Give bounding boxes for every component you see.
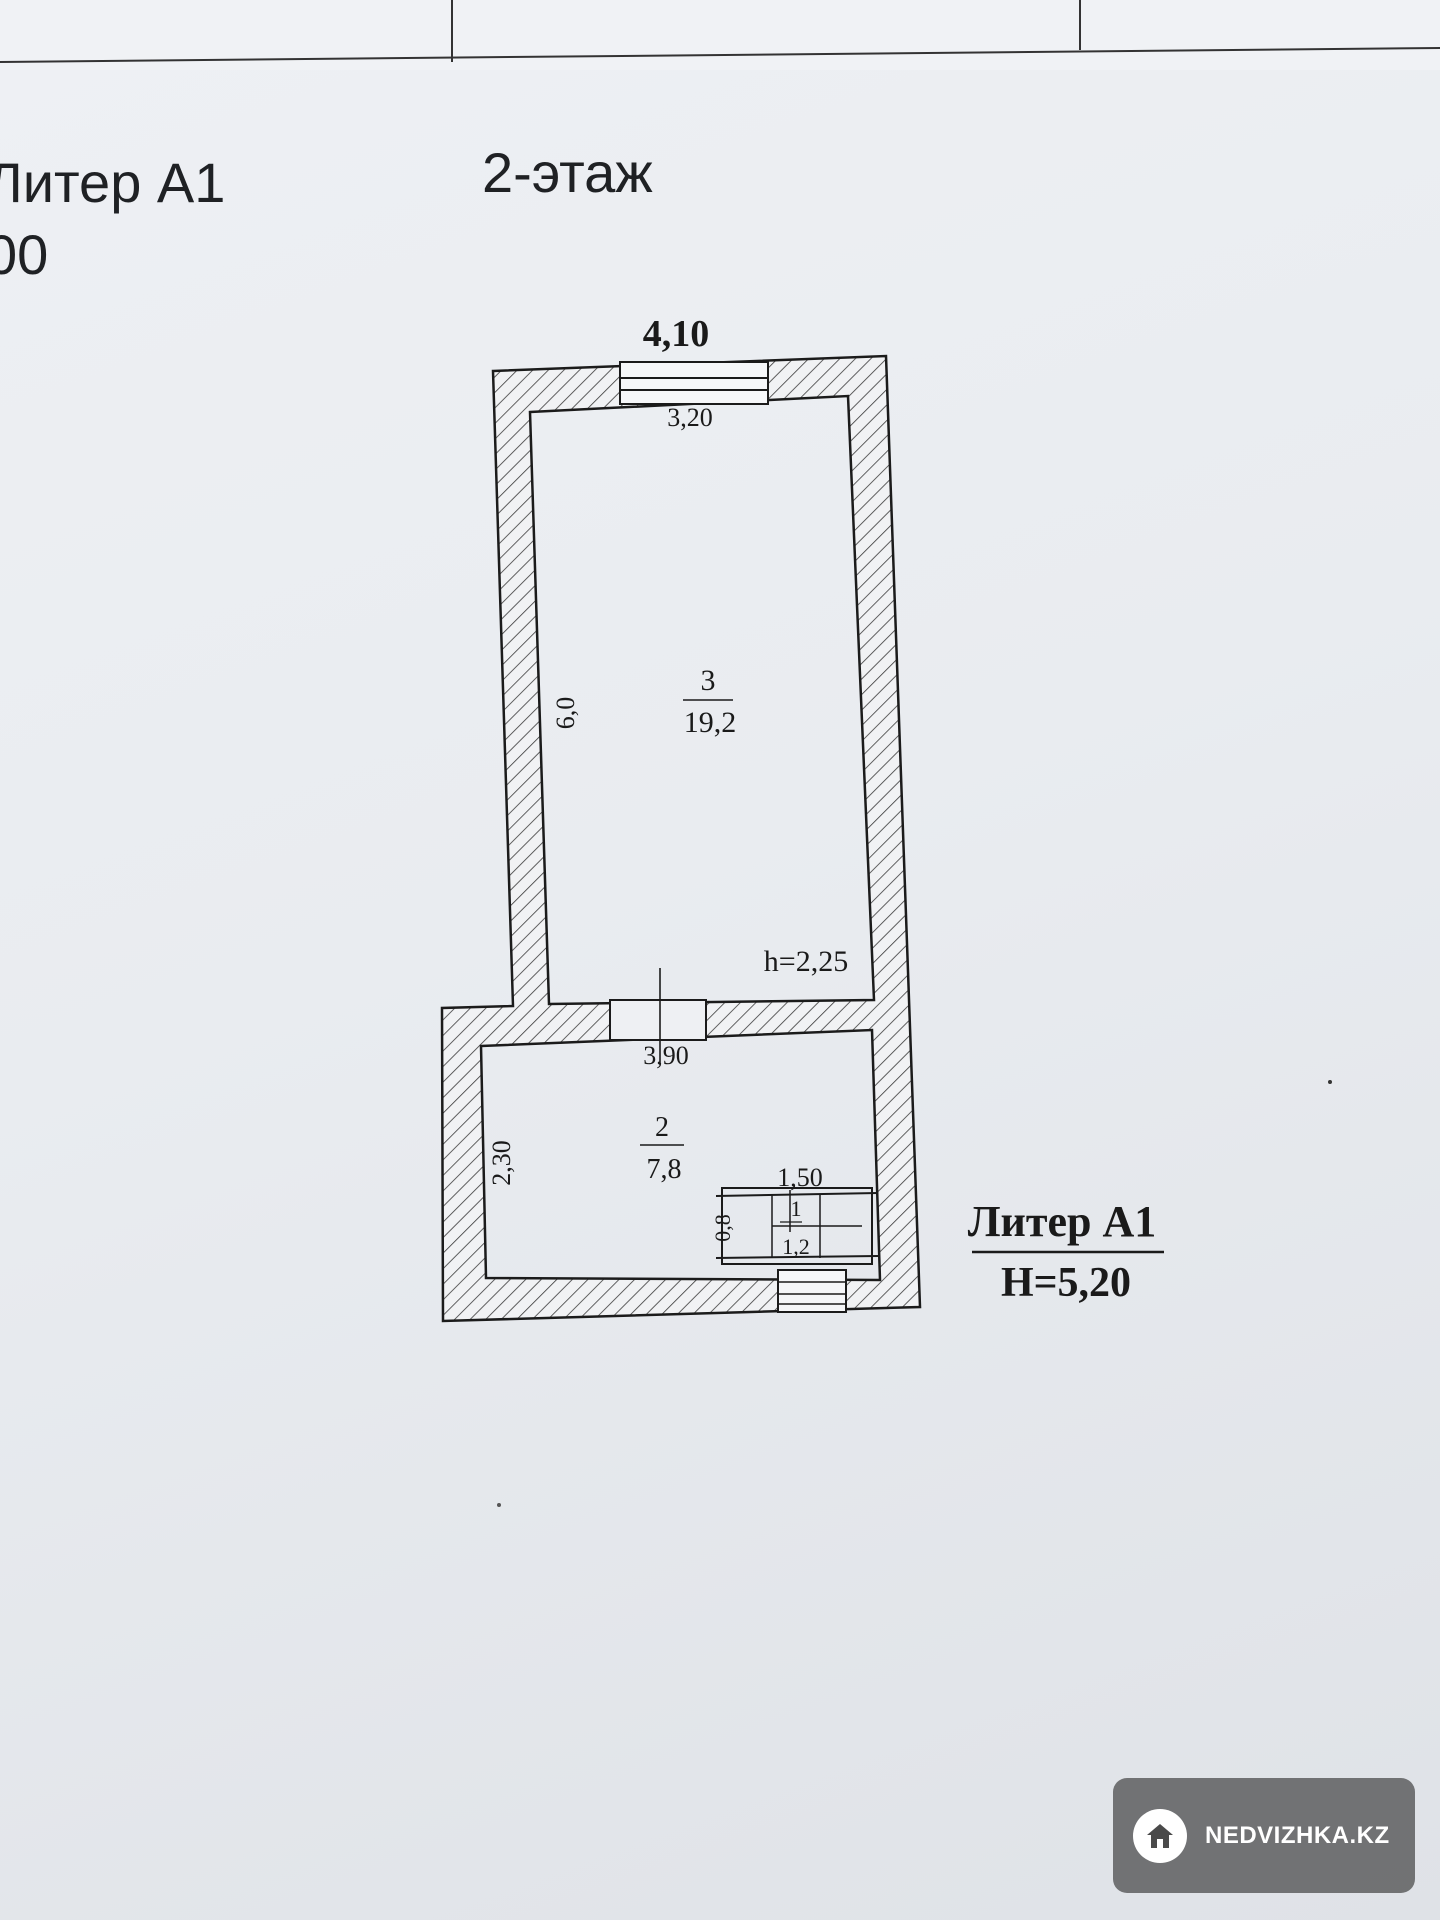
- dim-stair-length: 1,50: [777, 1163, 823, 1192]
- window-top: [619, 361, 769, 405]
- header-liter-title: Литер А1: [0, 151, 226, 214]
- stair-area: 1,2: [782, 1234, 810, 1259]
- ceiling-height-label: h=2,25: [764, 945, 848, 978]
- doorway-opening: [609, 968, 707, 1062]
- house-logo-icon: [1133, 1808, 1187, 1863]
- dim-stair-width: 0,8: [710, 1214, 735, 1242]
- room2-number: 2: [655, 1112, 669, 1143]
- room3-area: 19,2: [684, 706, 737, 739]
- paper-mark: [1328, 1080, 1332, 1084]
- room3-number: 3: [701, 664, 716, 697]
- dim-room2-width: 3,90: [643, 1041, 689, 1070]
- form-table-strip: [0, 0, 1440, 70]
- dim-window-width: 3,20: [667, 403, 713, 432]
- legend-liter-title: Литер А1: [968, 1197, 1157, 1246]
- header-floor-label: 2-этаж: [482, 141, 653, 204]
- dim-room3-length: 6,0: [551, 697, 580, 730]
- form-table-lines: [0, 0, 1440, 63]
- room2-area: 7,8: [647, 1154, 682, 1185]
- stair-number: 1: [791, 1196, 802, 1221]
- legend-height: Н=5,20: [1001, 1260, 1131, 1306]
- header-scale-fragment: 00: [0, 223, 49, 286]
- stair-symbol: [715, 1187, 879, 1265]
- dim-width-top: 4,10: [643, 313, 710, 355]
- site-watermark: NEDVIZHKA.KZ: [1113, 1778, 1415, 1893]
- dim-room2-length: 2,30: [487, 1140, 516, 1186]
- paper-mark: [497, 1503, 501, 1507]
- entrance-opening: [777, 1269, 847, 1313]
- watermark-text: NEDVIZHKA.KZ: [1205, 1821, 1390, 1849]
